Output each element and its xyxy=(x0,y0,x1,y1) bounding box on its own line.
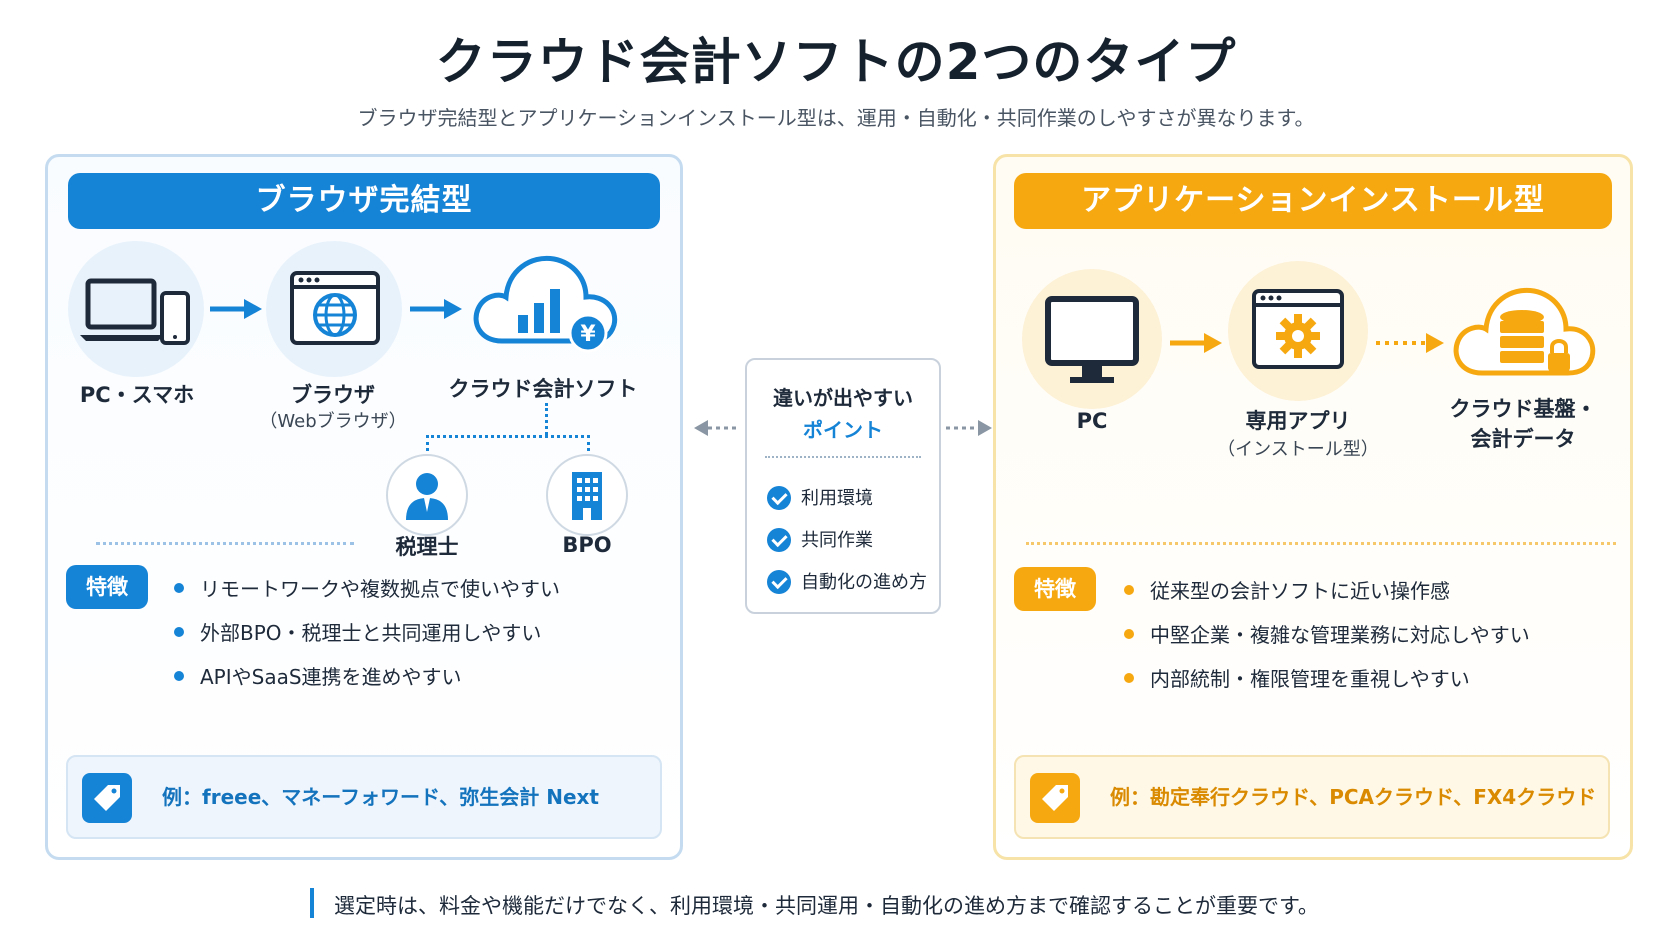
point-item: 自動化の進め方 xyxy=(767,568,927,594)
connector-line xyxy=(426,435,590,438)
example-box: 例：勘定奉行クラウド、PCAクラウド、FX4クラウド xyxy=(1014,755,1610,839)
example-box: 例：freee、マネーフォワード、弥生会計 Next xyxy=(66,755,662,839)
cloud-platform-label-2: 会計データ xyxy=(1470,427,1576,451)
browser-label: ブラウザ xyxy=(291,383,375,407)
dotted-arrow-right-icon xyxy=(946,420,992,436)
difference-points-box: 違いが出やすい ポイント 利用環境 共同作業 自動化の進め方 xyxy=(745,358,941,614)
features-tag: 特徴 xyxy=(1014,567,1096,611)
feature-item: リモートワークや複数拠点で使いやすい xyxy=(174,573,560,602)
app-sublabel: （インストール型） xyxy=(1217,439,1379,460)
dotted-arrow-right-icon xyxy=(1376,333,1444,353)
accountant-label: 税理士 xyxy=(395,535,459,559)
points-title-accent: ポイント xyxy=(803,418,883,442)
arrow-right-icon xyxy=(410,299,462,319)
check-icon xyxy=(767,486,791,510)
building-icon xyxy=(572,472,602,520)
arrow-right-icon xyxy=(1170,333,1222,353)
pc-circle xyxy=(1022,269,1162,409)
device-label: PC・スマホ xyxy=(79,383,195,407)
app-label: 専用アプリ xyxy=(1245,409,1351,433)
section-divider xyxy=(96,542,354,545)
example-text: 例：freee、マネーフォワード、弥生会計 Next xyxy=(162,785,599,809)
points-title: 違いが出やすい xyxy=(773,386,913,410)
laptop-phone-icon xyxy=(80,278,190,345)
feature-item: 外部BPO・税理士と共同運用しやすい xyxy=(174,617,541,646)
app-circle xyxy=(1228,261,1368,401)
install-type-panel: アプリケーションインストール型 xyxy=(993,154,1633,860)
points-divider xyxy=(765,456,921,458)
browser-globe-icon xyxy=(290,271,380,345)
point-item: 共同作業 xyxy=(767,526,873,552)
page-title: クラウド会計ソフトの2つのタイプ xyxy=(435,33,1237,91)
feature-item: 内部統制・権限管理を重視しやすい xyxy=(1124,663,1470,692)
bpo-circle xyxy=(546,454,628,536)
browser-sublabel: （Webブラウザ） xyxy=(259,411,407,432)
check-icon xyxy=(767,570,791,594)
accountant-circle xyxy=(386,454,468,536)
point-item: 利用環境 xyxy=(767,484,873,510)
tag-icon xyxy=(82,773,132,823)
check-icon xyxy=(767,528,791,552)
browser-type-banner: ブラウザ完結型 xyxy=(68,173,660,229)
monitor-icon xyxy=(1045,296,1139,383)
connector-line xyxy=(587,435,590,451)
features-tag: 特徴 xyxy=(66,565,148,609)
connector-line xyxy=(545,403,548,435)
device-circle xyxy=(68,241,204,377)
footer-note: 選定時は、料金や機能だけでなく、利用環境・共同運用・自動化の進め方まで確認するこ… xyxy=(334,894,1319,918)
person-icon xyxy=(406,473,448,520)
feature-item: 中堅企業・複雑な管理業務に対応しやすい xyxy=(1124,619,1530,648)
dotted-arrow-left-icon xyxy=(694,420,740,436)
cloud-chart-yen-icon: ¥ xyxy=(473,255,618,353)
install-type-banner: アプリケーションインストール型 xyxy=(1014,173,1612,229)
browser-circle xyxy=(266,241,402,377)
cloud-database-lock-icon xyxy=(1453,287,1596,376)
cloud-platform-label-1: クラウド基盤・ xyxy=(1449,397,1597,421)
svg-text:¥: ¥ xyxy=(580,322,596,347)
tag-icon xyxy=(1030,773,1080,823)
connector-line xyxy=(426,435,429,451)
example-text: 例：勘定奉行クラウド、PCAクラウド、FX4クラウド xyxy=(1110,785,1597,809)
browser-type-panel: ブラウザ完結型 xyxy=(45,154,683,860)
footer-accent-bar xyxy=(310,888,314,918)
section-divider xyxy=(1026,542,1616,545)
cloud-software-label: クラウド会計ソフト xyxy=(448,377,638,401)
bpo-label: BPO xyxy=(562,533,612,557)
pc-label: PC xyxy=(1076,409,1108,433)
feature-item: APIやSaaS連携を進めやすい xyxy=(174,661,462,690)
arrow-right-icon xyxy=(210,299,262,319)
page-subtitle: ブラウザ完結型とアプリケーションインストール型は、運用・自動化・共同作業のしやす… xyxy=(357,106,1315,130)
feature-item: 従来型の会計ソフトに近い操作感 xyxy=(1124,575,1450,604)
app-gear-icon xyxy=(1252,289,1344,369)
